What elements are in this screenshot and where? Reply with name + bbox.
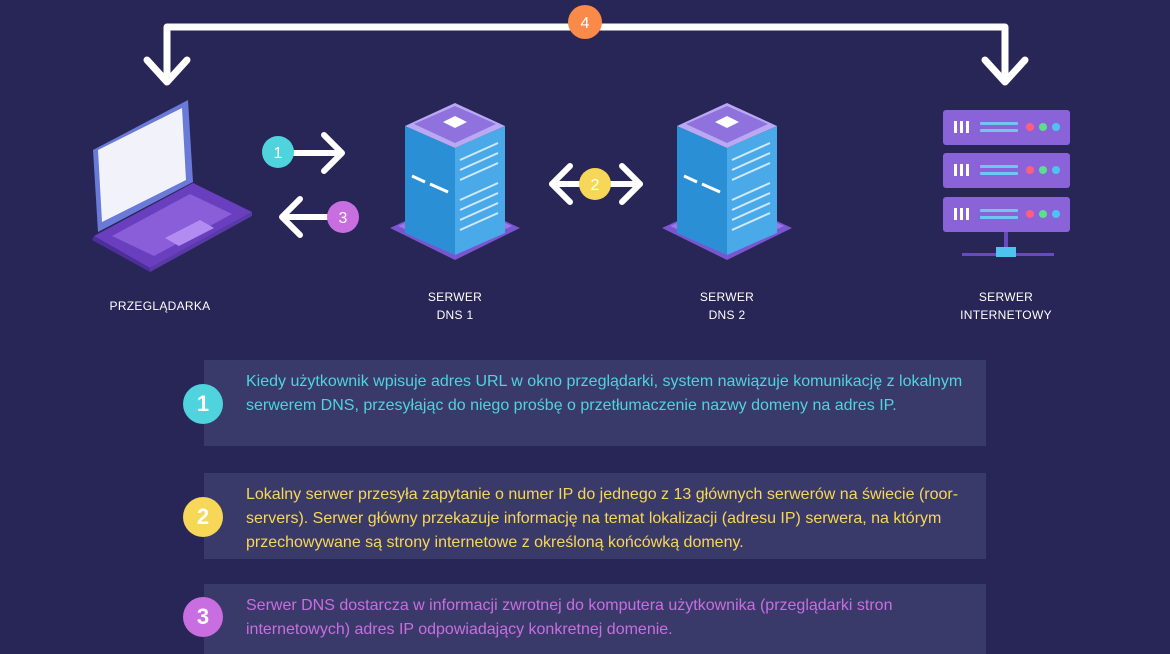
description-panel-3: Serwer DNS dostarcza w informacji zwrotn… [204,584,986,654]
dns1-label-line1: SERWER [427,290,483,304]
description-badge-1-number: 1 [196,391,210,416]
rack-unit [943,110,1070,145]
step3-badge: 3 [327,201,359,233]
dns2-label-line2: DNS 2 [708,308,746,322]
web-server-label-line2: INTERNETOWY [960,308,1052,322]
browser-label-text: PRZEGLĄDARKA [109,299,211,313]
dns2-server-icon [662,103,792,260]
web-server-label: SERWER INTERNETOWY [936,288,1076,324]
svg-text:1: 1 [274,145,283,162]
web-server-icon [943,110,1070,257]
svg-text:4: 4 [581,15,590,32]
description-panel-1: Kiedy użytkownik wpisuje adres URL w okn… [204,360,986,446]
rack-unit [943,153,1070,188]
description-text-3: Serwer DNS dostarcza w informacji zwrotn… [246,597,893,638]
step1-badge: 1 [262,136,294,168]
svg-text:2: 2 [591,177,600,194]
dns1-label: SERWER DNS 1 [395,288,515,324]
svg-text:3: 3 [339,210,348,227]
description-badge-3-number: 3 [196,604,210,629]
dns2-label: SERWER DNS 2 [667,288,787,324]
description-badge-2: 2 [183,497,223,537]
step2-badge: 2 [579,168,611,200]
web-server-label-line1: SERWER [978,290,1034,304]
diagram-graphics: 1 3 2 4 [92,5,1070,272]
dns1-label-line2: DNS 1 [436,308,474,322]
description-badge-2-number: 2 [196,504,210,529]
description-text-2: Lokalny serwer przesyła zapytanie o nume… [246,486,959,551]
dns2-label-line1: SERWER [699,290,755,304]
rack-unit [943,197,1070,232]
step4-badge: 4 [568,5,602,39]
step3-arrow-icon [279,196,335,238]
dns1-server-icon [390,103,520,260]
step1-arrow-icon [289,132,345,174]
dns-diagram: 1 3 2 4 PRZEGLĄDARKA SERWER DNS 1 SERWER… [80,5,1076,654]
description-badge-1: 1 [183,384,223,424]
description-text-1: Kiedy użytkownik wpisuje adres URL w okn… [246,373,963,414]
description-panel-2: Lokalny serwer przesyła zapytanie o nume… [204,473,986,559]
browser-label: PRZEGLĄDARKA [80,297,240,315]
description-badge-3: 3 [183,597,223,637]
laptop-icon [92,100,252,272]
